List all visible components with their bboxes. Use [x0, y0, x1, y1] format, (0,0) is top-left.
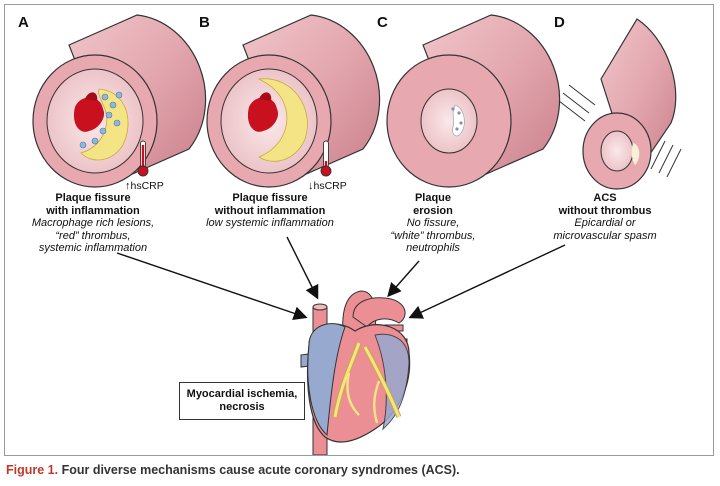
panel-d-label: ACS without thrombus Epicardial or micro…	[553, 192, 657, 242]
hscrp-label-low: ↓hsCRP	[308, 180, 347, 192]
thermometer-high	[137, 140, 149, 177]
hscrp-label-high: ↑hsCRP	[125, 180, 164, 192]
panel-b-label: Plaque fissure without inflammation low …	[206, 192, 334, 229]
caption-text: Four diverse mechanisms cause acute coro…	[61, 463, 460, 477]
figure-frame: A B C D ↑hsCRP ↓hsCRP Plaque fissure wit…	[4, 4, 714, 456]
outcome-box: Myocardial ischemia, necrosis	[179, 382, 305, 420]
spasm-lines	[558, 84, 682, 178]
thermometer-low	[320, 140, 332, 177]
figure-number: Figure 1.	[6, 463, 59, 477]
heart	[300, 290, 411, 455]
panel-letter-a: A	[18, 14, 29, 31]
vessel-c	[386, 14, 561, 188]
vessel-b	[206, 14, 381, 188]
figure-caption: Figure 1. Four diverse mechanisms cause …	[6, 463, 460, 477]
outcome-line-2: necrosis	[219, 401, 265, 413]
vessel-d	[582, 18, 677, 190]
outcome-line-1: Myocardial ischemia,	[186, 388, 298, 400]
panel-letter-c: C	[377, 14, 388, 31]
figure-illustration	[32, 14, 682, 455]
panel-a-label: Plaque fissure with inflammation Macroph…	[31, 192, 155, 254]
panel-c-label: Plaque erosion No fissure, “white” throm…	[390, 192, 476, 254]
arrows	[116, 236, 566, 321]
panel-letter-d: D	[554, 14, 565, 31]
vessel-a	[32, 14, 207, 188]
panel-letter-b: B	[199, 14, 210, 31]
